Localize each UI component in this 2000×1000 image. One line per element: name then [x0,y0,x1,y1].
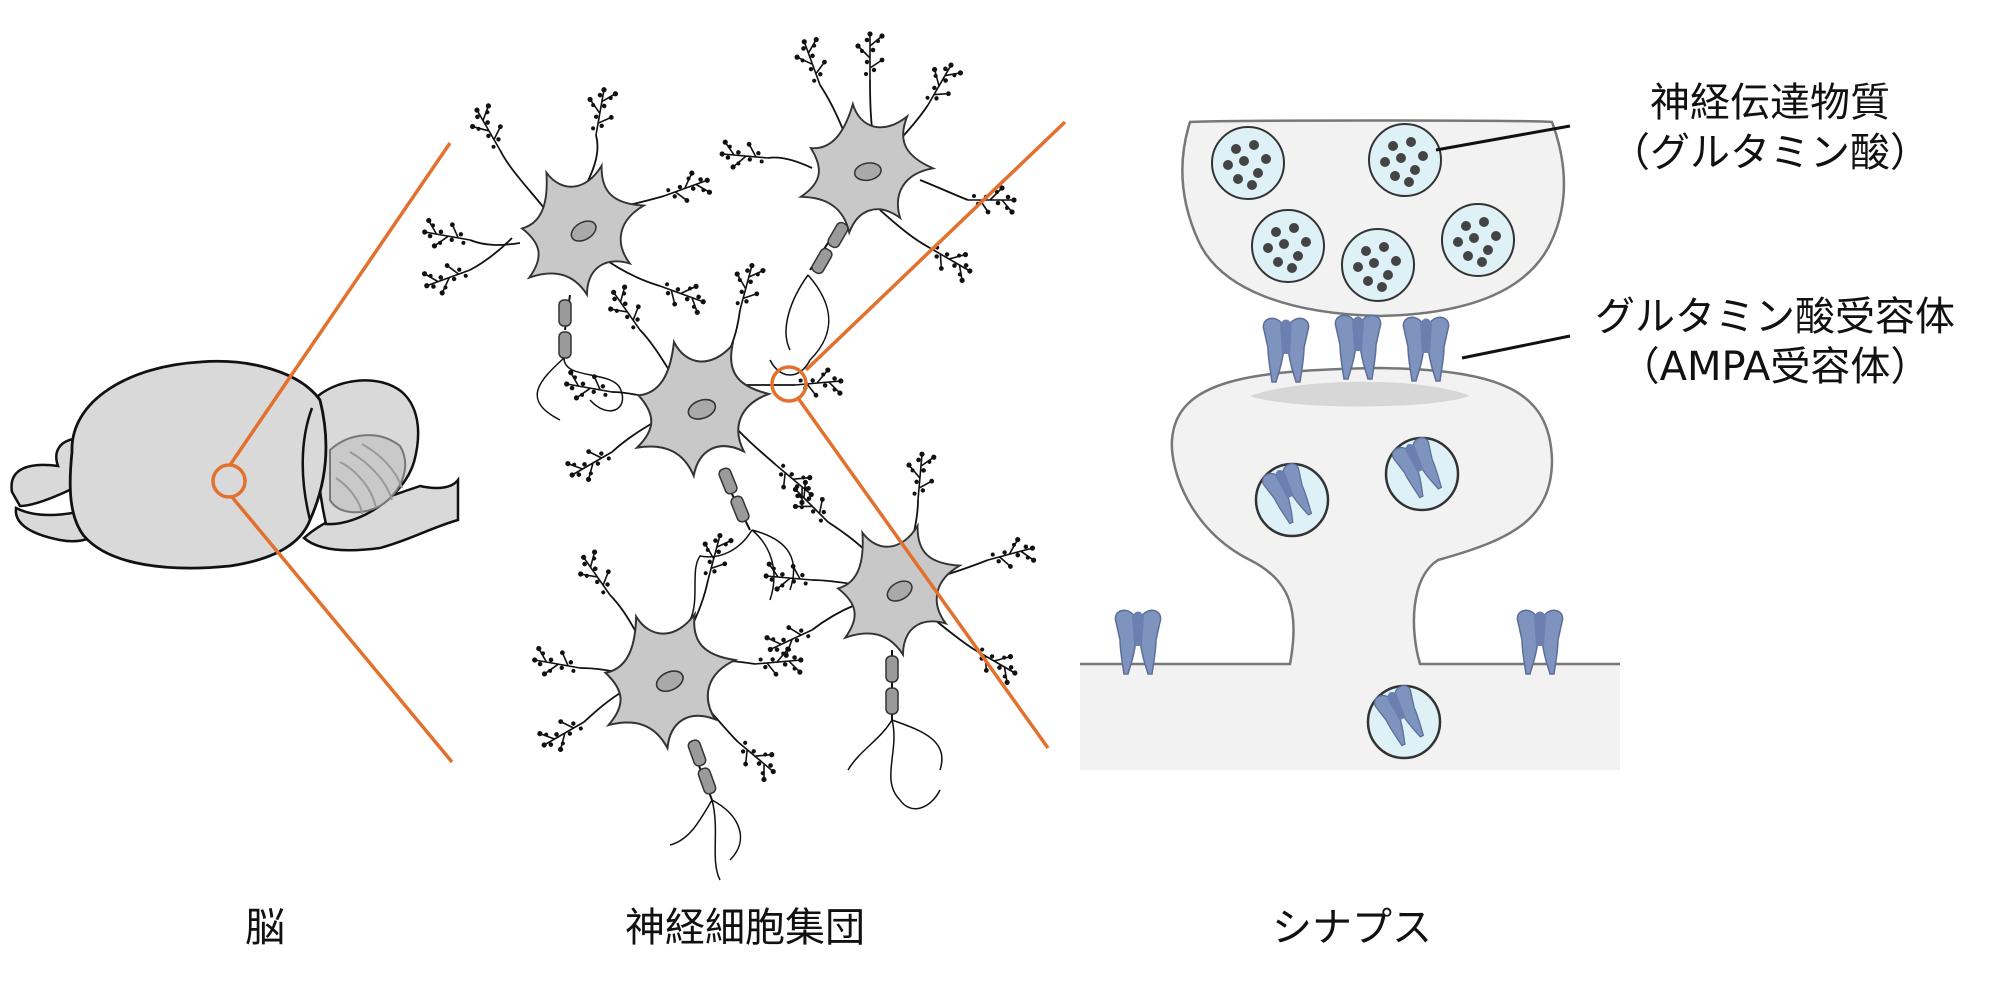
neurotransmitter-label-line1: 神経伝達物質 [1650,80,1890,126]
receptor-label-line1: グルタミン酸受容体 [1595,294,1955,340]
zoom-circle-neurons [770,365,808,403]
brain-illustration [10,359,460,570]
zoom-line [230,495,454,764]
caption-synapse: シナプス [1272,905,1432,951]
caption-neuron-population: 神経細胞集団 [625,905,865,951]
neuron [717,30,1018,376]
neuron [418,83,716,421]
zoom-line [228,142,452,466]
neuron [528,528,806,881]
glutamate-vesicle [1368,123,1442,197]
glutamate-vesicle [1251,209,1325,283]
zoom-line [796,396,1050,750]
synapse-illustration [1080,119,1620,770]
glutamate-vesicle [1341,228,1415,302]
caption-brain: 脳 [245,905,285,951]
zoom-circle-brain [211,463,247,499]
zoom-indicators [211,120,1067,764]
neurotransmitter-label-line2: （グルタミン酸） [1610,130,1930,176]
neuron-population-illustration [418,30,1040,881]
receptor-label-line2: （AMPA受容体） [1619,344,1931,390]
glutamate-vesicle [1441,203,1515,277]
neuron [760,449,1040,810]
receptor-label: グルタミン酸受容体 （AMPA受容体） [1560,292,1990,392]
zoom-line [804,120,1067,372]
neurotransmitter-label: 神経伝達物質 （グルタミン酸） [1570,78,1970,178]
neuron [560,258,846,621]
glutamate-vesicle [1211,126,1285,200]
